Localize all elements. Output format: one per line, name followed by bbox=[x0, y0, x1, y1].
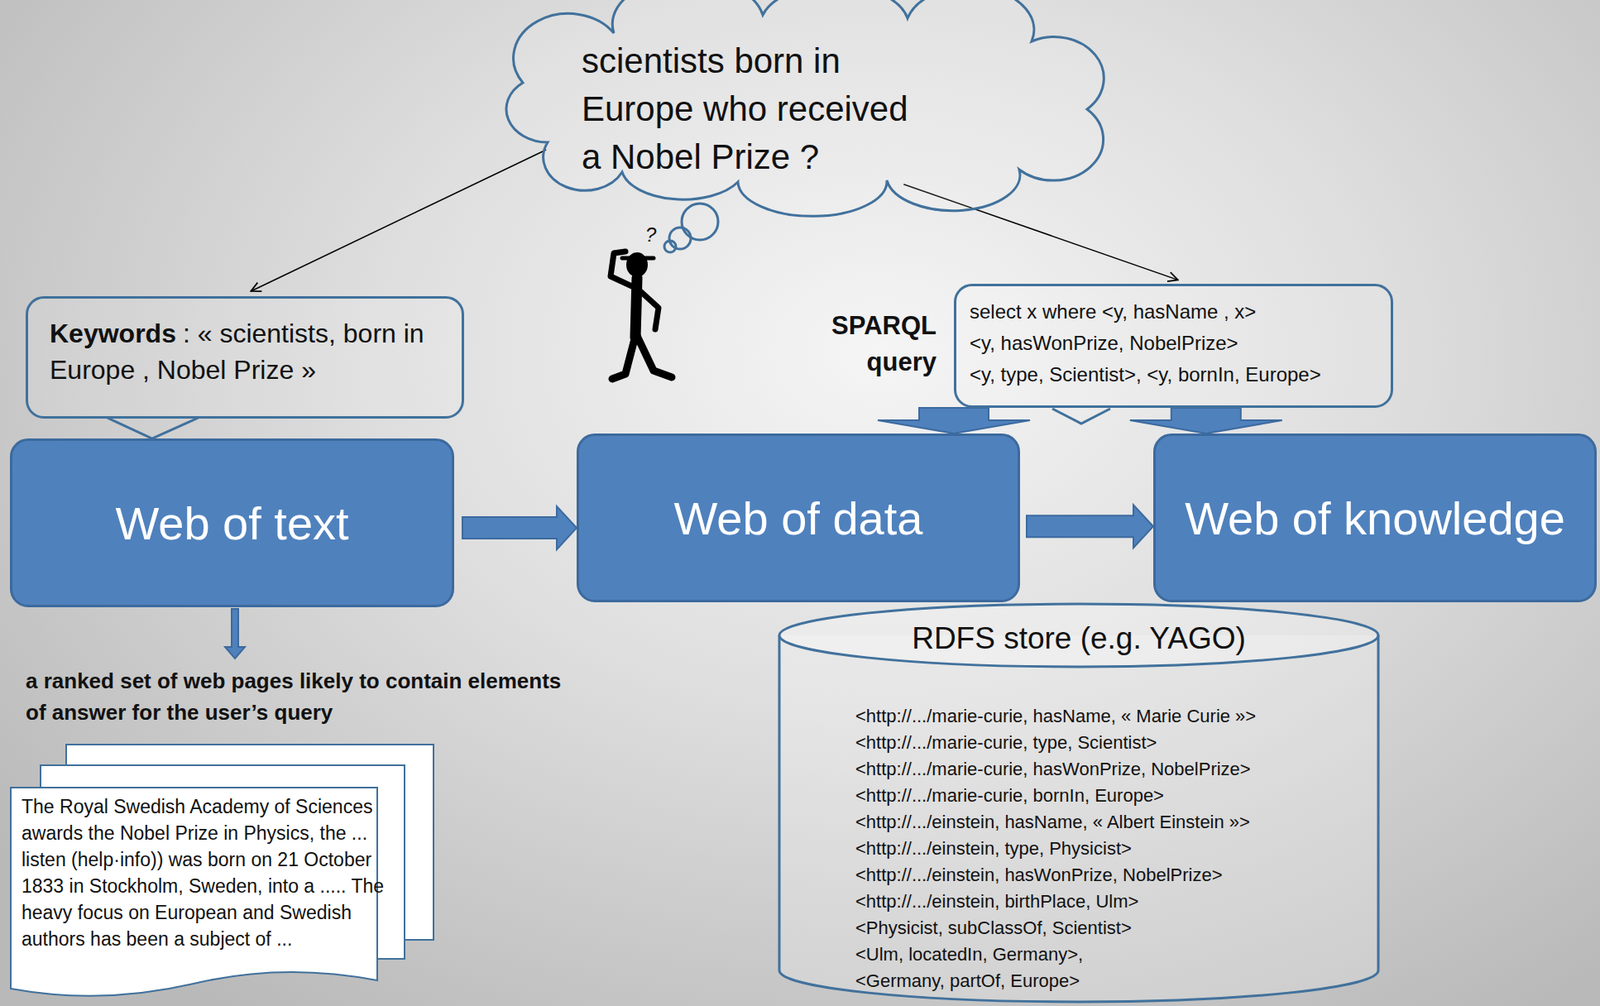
callout-tail bbox=[1052, 408, 1111, 424]
block-arrow bbox=[1026, 504, 1154, 548]
rdf-triple: <http://.../einstein, birthPlace, Ulm> bbox=[855, 888, 1256, 915]
rdf-triple: <http://.../einstein, type, Physicist> bbox=[855, 835, 1256, 863]
thought-cloud: scientists born in Europe who received a… bbox=[489, 0, 1117, 192]
web-layer-box: Web of text bbox=[9, 438, 455, 608]
rdf-triple: <http://.../einstein, hasWonPrize, Nobel… bbox=[855, 862, 1256, 889]
question-mark: ? bbox=[645, 223, 671, 247]
node-text: scientists born in Europe who received a… bbox=[581, 37, 930, 182]
store-title: RDFS store (e.g. YAGO) bbox=[777, 620, 1380, 657]
triple-list: <http://.../marie-curie, hasName, « Mari… bbox=[855, 703, 1256, 995]
thought-bubble bbox=[664, 240, 676, 253]
node-text: <y, hasWonPrize, NobelPrize> bbox=[969, 327, 1378, 360]
document-stack: The Royal Swedish Academy of Sciences aw… bbox=[9, 740, 436, 1006]
rdf-triple: <Germany, partOf, Europe> bbox=[855, 967, 1256, 995]
callout-pointer bbox=[107, 417, 199, 439]
rdf-triple: <Physicist, subClassOf, Scientist> bbox=[855, 914, 1256, 942]
rdf-triple: <http://.../einstein, hasName, « Albert … bbox=[855, 809, 1256, 836]
thought-bubble bbox=[669, 227, 691, 250]
node-text: Web of data bbox=[674, 491, 924, 546]
block-arrow bbox=[462, 506, 577, 550]
sparql-callout: select x where <y, hasName , x><y, hasWo… bbox=[953, 283, 1394, 408]
node-text: Web of knowledge bbox=[1184, 491, 1566, 546]
rdf-triple: <http://.../marie-curie, type, Scientist… bbox=[855, 729, 1256, 757]
node-text: <y, type, Scientist>, <y, bornIn, Europe… bbox=[969, 359, 1378, 391]
flow-arrow bbox=[250, 149, 547, 292]
result-caption: a ranked set of web pages likely to cont… bbox=[25, 665, 572, 729]
result-arrow bbox=[225, 608, 245, 659]
node-text: Web of text bbox=[114, 496, 349, 551]
rdf-triple: <http://.../marie-curie, hasName, « Mari… bbox=[855, 703, 1256, 730]
thinking-figure bbox=[610, 251, 672, 379]
rdf-triple: <http://.../marie-curie, hasWonPrize, No… bbox=[855, 756, 1256, 783]
node-text: select x where <y, hasName , x> bbox=[969, 296, 1378, 328]
block-arrow bbox=[1130, 407, 1283, 434]
rdf-triple: <Ulm, locatedIn, Germany>, bbox=[855, 941, 1256, 968]
node-text: The Royal Swedish Academy of Sciences aw… bbox=[21, 793, 404, 953]
page-stack bbox=[9, 740, 436, 1006]
web-layer-box: Web of data bbox=[576, 433, 1021, 603]
block-arrow bbox=[877, 407, 1030, 434]
rdfs-store-cylinder: RDFS store (e.g. YAGO) <http://.../marie-… bbox=[777, 602, 1380, 1006]
web-layer-box: Web of knowledge bbox=[1153, 433, 1597, 603]
query-label: SPARQL query bbox=[785, 307, 937, 381]
rdf-triple: <http://.../marie-curie, bornIn, Europe> bbox=[855, 782, 1256, 810]
thought-bubble bbox=[681, 203, 719, 240]
node-text: Keywords bbox=[49, 318, 177, 349]
keyword-callout: Keywords: « scientists, born in Europe ,… bbox=[25, 296, 465, 419]
